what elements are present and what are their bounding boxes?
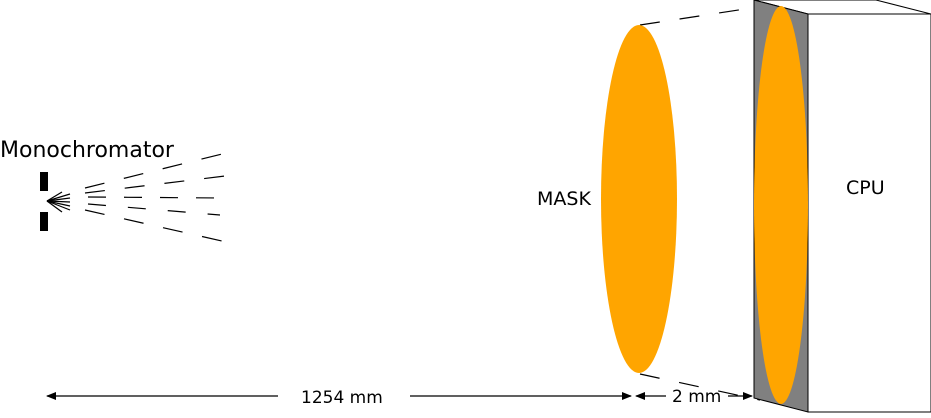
projected-ellipse — [754, 6, 808, 404]
cpu-label: CPU — [846, 177, 885, 199]
light-rays — [46, 153, 226, 242]
distance-long-label: 1254 mm — [301, 388, 383, 408]
mask-ellipse — [601, 25, 677, 373]
monochromator-label: Monochromator — [0, 138, 175, 163]
cpu-front-face — [807, 13, 931, 413]
distance-short-label: 2 mm — [672, 387, 721, 407]
monochromator-slit — [40, 172, 48, 231]
mask-label: MASK — [537, 188, 591, 210]
